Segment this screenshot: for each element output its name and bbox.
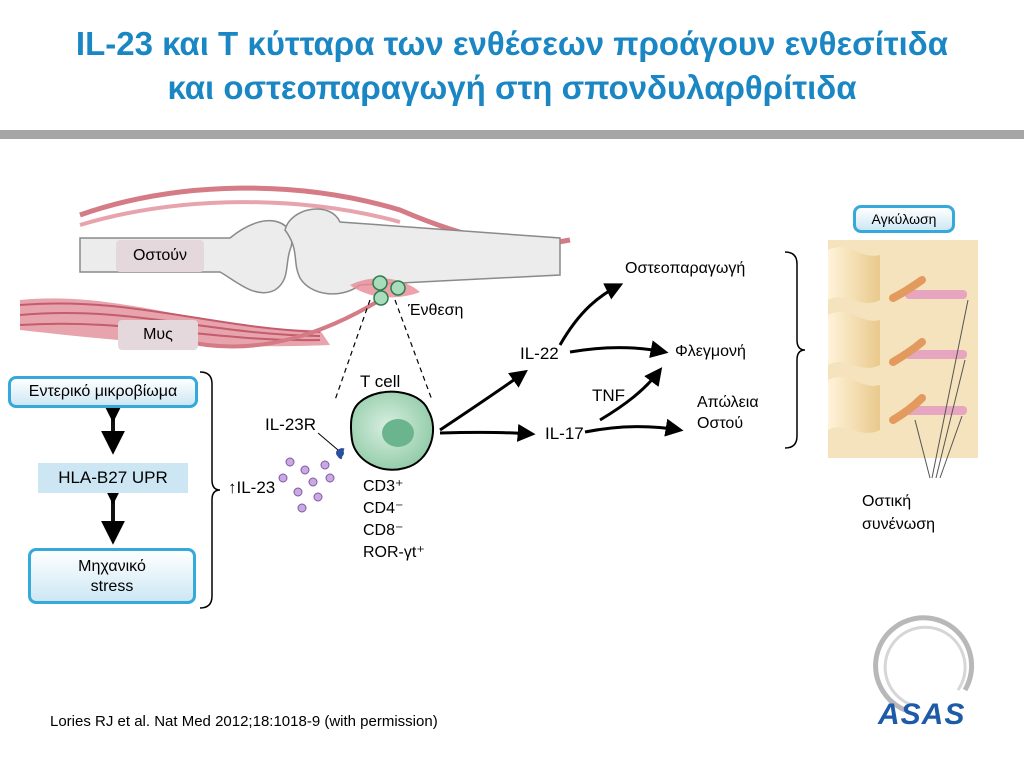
box-gut-microbiome: Εντερικό μικροβίωμα <box>8 376 198 408</box>
title-line-2: και οστεοπαραγωγή στη σπονδυλαρθρίτιδα <box>167 69 857 106</box>
label-il22: IL-22 <box>520 344 559 363</box>
label-il23r: IL-23R <box>265 415 317 434</box>
title-line-1: IL-23 και Τ κύτταρα των ενθέσεων προάγου… <box>75 25 949 62</box>
box-ankylosis: Αγκύλωση <box>853 205 955 233</box>
trigger-bracket <box>199 371 221 609</box>
bone-loss-line-2: Οστού <box>697 415 744 432</box>
bone-loss-line-1: Απώλεια <box>697 394 759 411</box>
label-enthesis: Ένθεση <box>408 302 464 319</box>
label-tnf: TNF <box>592 386 626 405</box>
label-bone-loss: Απώλεια Οστού <box>697 392 759 434</box>
marker-item: ROR-γt⁺ <box>363 544 425 561</box>
fusion-line-2: συνένωση <box>862 516 936 533</box>
stress-line-1: Μηχανικό <box>78 558 146 575</box>
pathway-arrows <box>439 283 684 442</box>
label-il17: IL-17 <box>545 424 584 443</box>
label-il23: ↑IL-23 <box>228 478 276 497</box>
marker-item: CD3⁺ <box>363 478 404 495</box>
label-bone: Οστούν <box>116 240 204 272</box>
marker-item: CD4⁻ <box>363 500 404 517</box>
box-hla-b27-upr: HLA-B27 UPR <box>38 463 188 493</box>
label-muscle: Μυς <box>118 320 198 350</box>
spine-illustration <box>828 240 978 479</box>
label-t-cell: T cell <box>360 372 401 391</box>
label-osteoproliferation: Οστεοπαραγωγή <box>625 260 746 277</box>
label-bony-fusion: Οστική συνένωση <box>862 490 935 536</box>
outcome-bracket <box>784 251 806 449</box>
joint-illustration <box>19 185 571 349</box>
fusion-line-1: Οστική <box>862 493 912 510</box>
t-cell-graphic <box>317 390 435 471</box>
asas-logo: ASAS <box>878 698 966 731</box>
il23-molecules <box>278 457 335 513</box>
slide-title: IL-23 και Τ κύτταρα των ενθέσεων προάγου… <box>0 22 1024 110</box>
box-mechanical-stress: Μηχανικό stress <box>28 548 196 604</box>
asas-logo-graphic <box>873 615 975 713</box>
marker-item: CD8⁻ <box>363 522 404 539</box>
label-inflammation: Φλεγμονή <box>675 343 746 360</box>
stress-line-2: stress <box>90 578 134 595</box>
title-divider <box>0 130 1024 139</box>
citation: Lories RJ et al. Nat Med 2012;18:1018-9 … <box>50 713 438 730</box>
t-cell-markers: CD3⁺ CD4⁻ CD8⁻ ROR-γt⁺ <box>363 476 425 564</box>
